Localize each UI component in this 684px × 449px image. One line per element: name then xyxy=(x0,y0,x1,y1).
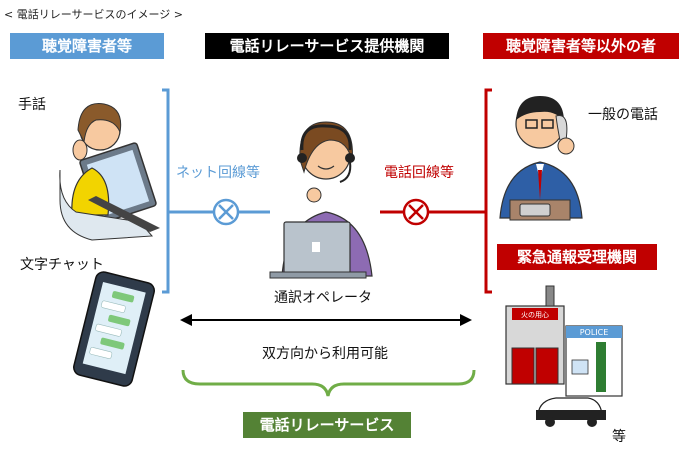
label-net-line: ネット回線等 xyxy=(176,165,260,181)
header-emergency-agency: 緊急通報受理機関 xyxy=(497,244,657,270)
phone-user-illustration xyxy=(499,96,583,221)
footer-relay-service: 電話リレーサービス xyxy=(243,412,411,438)
diagram-caption: < 電話リレーサービスのイメージ > xyxy=(4,8,183,21)
label-bidirectional: 双方向から利用可能 xyxy=(262,346,388,362)
label-sign-language: 手話 xyxy=(18,97,46,113)
smartphone-chat-illustration xyxy=(73,271,155,387)
header-non-impaired: 聴覚障害者等以外の者 xyxy=(483,33,679,59)
relay-operator-illustration xyxy=(269,121,373,279)
fire-station-sign: 火の用心 xyxy=(521,311,549,319)
right-bracket xyxy=(478,88,492,294)
left-bracket xyxy=(162,88,176,294)
emergency-buildings-illustration: 火の用心 POLICE xyxy=(505,285,623,427)
label-phone-line: 電話回線等 xyxy=(384,165,454,181)
net-line-cross-icon xyxy=(212,198,240,226)
header-relay-provider: 電話リレーサービス提供機関 xyxy=(205,33,449,59)
sign-language-user-illustration xyxy=(59,103,160,241)
green-brace xyxy=(181,369,476,397)
phone-line-cross-icon xyxy=(402,198,430,226)
bidirectional-arrow-icon xyxy=(180,314,472,326)
label-etc: 等 xyxy=(612,429,626,445)
label-general-phone: 一般の電話 xyxy=(588,107,658,123)
label-text-chat: 文字チャット xyxy=(20,257,104,273)
header-hearing-impaired: 聴覚障害者等 xyxy=(10,33,164,59)
label-operator: 通訳オペレータ xyxy=(274,290,372,306)
police-sign: POLICE xyxy=(580,328,609,337)
